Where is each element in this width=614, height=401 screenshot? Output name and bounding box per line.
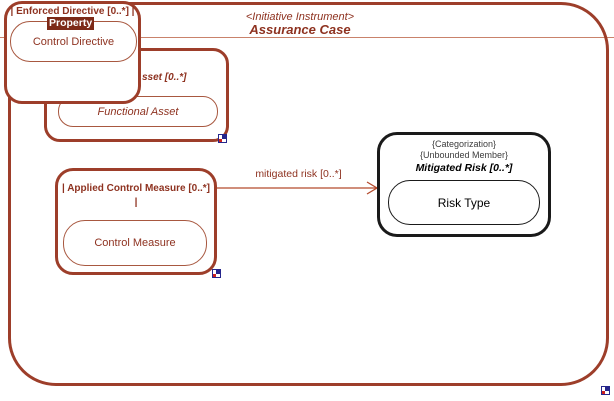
functional-asset-label: Functional Asset (97, 105, 179, 118)
assurance-case-frame[interactable]: <Initiative Instrument> Assurance Case (8, 2, 609, 386)
mitigated-risk-connector-label: mitigated risk [0..*] (255, 168, 342, 180)
risk-type-capsule[interactable]: Risk Type (388, 180, 540, 225)
enforced-directive-box[interactable]: | Enforced Directive [0..*] | Control Di… (4, 1, 141, 104)
control-measure-capsule[interactable]: Control Measure (63, 220, 207, 266)
assurance-case-stereotype: <Initiative Instrument> (245, 11, 355, 23)
categorization-tag: {Categorization} (431, 139, 497, 149)
risk-type-label: Risk Type (437, 195, 491, 210)
assurance-case-title: Assurance Case (249, 22, 351, 37)
pin-icon (218, 134, 227, 143)
control-directive-label: Control Directive (32, 35, 115, 48)
applied-control-measure-label-line2: | (134, 197, 138, 208)
mitigated-risk-box[interactable]: {Categorization} {Unbounded Member} Miti… (377, 132, 551, 237)
asset-box-label: sset [0..*] (142, 72, 187, 83)
applied-control-measure-box[interactable]: | Applied Control Measure [0..*] | Contr… (55, 168, 221, 278)
name-editor-field[interactable]: Property (47, 17, 95, 30)
mitigated-risk-label: Mitigated Risk [0..*] (415, 162, 513, 174)
title-separator-line (0, 37, 614, 38)
pin-icon (601, 386, 610, 395)
pin-icon (212, 269, 221, 278)
applied-control-measure-label-line1: | Applied Control Measure [0..*] (62, 183, 210, 194)
unbounded-member-tag: {Unbounded Member} (419, 150, 509, 160)
enforced-directive-label: | Enforced Directive [0..*] | (10, 6, 135, 17)
control-measure-label: Control Measure (94, 237, 176, 249)
